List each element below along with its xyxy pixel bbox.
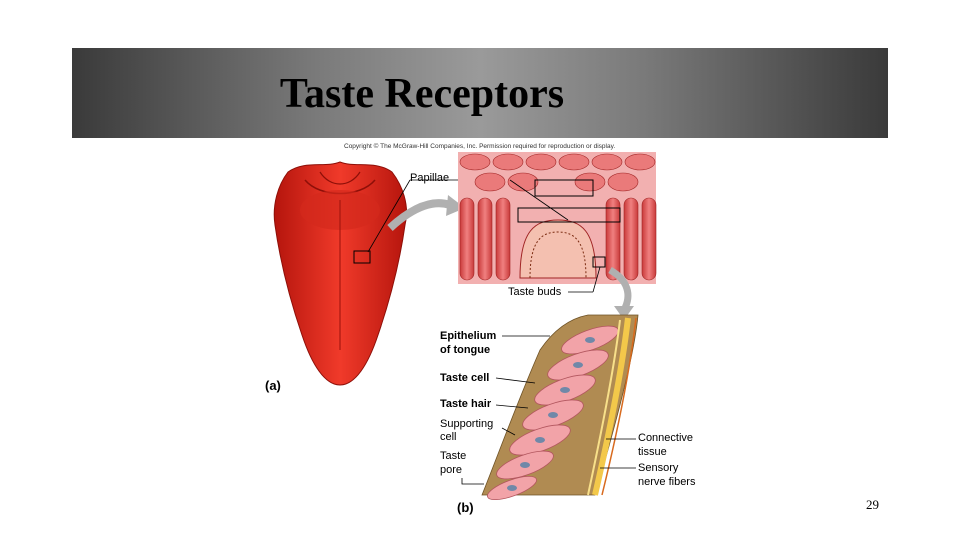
label-tissue: tissue (638, 446, 667, 458)
label-of-tongue: of tongue (440, 344, 491, 356)
label-papillae: Papillae (410, 172, 450, 184)
part-a-label: (a) (265, 378, 281, 393)
taste-bud-drawing (461, 314, 639, 501)
label-nerve-fibers: nerve fibers (638, 476, 696, 488)
papillae-drawing (367, 152, 657, 293)
label-supporting: Supporting (440, 418, 494, 430)
label-taste-buds: Taste buds (508, 286, 562, 298)
label-supporting-cell: cell (440, 431, 457, 443)
copyright-notice: Copyright © The McGraw-Hill Companies, I… (344, 143, 616, 150)
label-taste-hair: Taste hair (440, 398, 492, 410)
title-band: Taste Receptors (72, 48, 888, 138)
label-taste-pore: pore (440, 464, 463, 476)
part-b-label: (b) (457, 500, 474, 515)
slide-title: Taste Receptors (279, 71, 565, 117)
figure-illustration (273, 152, 657, 501)
label-sensory: Sensory (638, 462, 679, 474)
label-connective: Connective (638, 432, 694, 444)
zoom-arrow-a (387, 199, 452, 231)
page-number: 29 (866, 497, 879, 512)
label-taste-cell: Taste cell (440, 372, 490, 384)
label-epithelium: Epithelium (440, 330, 497, 342)
tongue-drawing (273, 161, 407, 386)
label-taste: Taste (440, 450, 467, 462)
taste-receptor-figure: Papillae Taste buds Epithelium of tongue… (250, 150, 720, 520)
